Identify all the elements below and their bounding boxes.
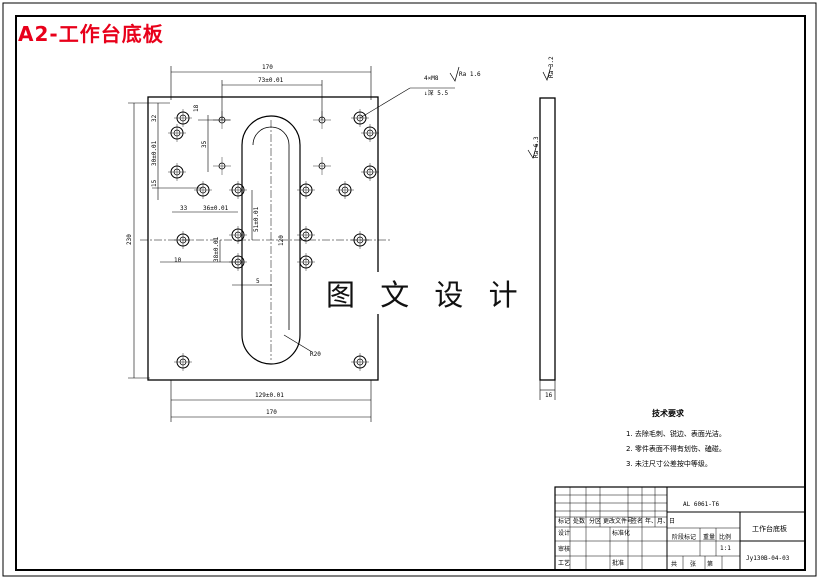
dim-text-170-top: 170: [262, 64, 273, 71]
dim-text-10: 10: [174, 257, 182, 264]
drawing-number-text: Jy130B-04-03: [746, 555, 790, 562]
mark-label: 标记: [558, 517, 570, 525]
dim-text-30: 30±0.01: [151, 140, 158, 166]
sheet-no-label: 第: [707, 560, 713, 568]
design-label: 设计: [558, 529, 570, 537]
process-label: 工艺: [558, 559, 570, 567]
roughness-symbol: [449, 66, 460, 82]
dim-text-32: 32: [151, 114, 158, 122]
weight-label: 重量: [703, 533, 715, 541]
slot-inner-line: [252, 126, 290, 330]
scale-text: 1:1: [720, 545, 731, 552]
tech-req-item: 1. 去除毛刺、锐边、表面光洁。: [626, 429, 726, 438]
dim-text-38: 38±0.01: [213, 236, 220, 262]
tech-req-title: 技术要求: [652, 408, 685, 418]
dim-text-73: 73±0.01: [258, 77, 284, 84]
dimension-lines: [128, 66, 455, 422]
dim-text-thickness: 16: [545, 392, 553, 399]
scale-label: 比例: [719, 533, 731, 541]
title-block: [554, 486, 806, 571]
stage-mark-label: 阶段标记: [672, 533, 696, 541]
hole-depth-text: ↓深 5.5: [424, 89, 448, 97]
inner-frame: [15, 15, 806, 571]
roughness-text-2: Ra 3.2: [548, 56, 555, 78]
dim-text-35: 35: [201, 140, 208, 148]
title-block-texts: AL 6061-T6 工作台底板 Jy130B-04-03 1:1 阶段标记 重…: [558, 501, 790, 568]
dim-text-33: 33: [180, 205, 188, 212]
standardize-label: 标准化: [612, 529, 630, 537]
roughness-symbol: [527, 143, 538, 159]
roughness-text-1: Ra 1.6: [459, 71, 481, 78]
tech-req-item: 3. 未注尺寸公差按中等级。: [626, 459, 712, 468]
dim-text-r20: R20: [310, 351, 321, 358]
radius-leader: [283, 334, 313, 353]
drawing-title-label: A2-工作台底板: [18, 22, 164, 46]
approve-label: 批准: [612, 559, 624, 567]
date-label: 年、月、日: [645, 517, 675, 525]
roughness-symbol: [542, 65, 552, 81]
material-text: AL 6061-T6: [683, 501, 720, 508]
dim-text-230: 230: [126, 234, 133, 245]
plate-side-view: [449, 65, 556, 400]
tech-req-item: 2. 零件表面不得有划伤、磕碰。: [626, 444, 726, 453]
side-outline: [539, 97, 556, 381]
dimension-texts: 170 73±0.01 230 18 32 35 30±0.01 15 33 3…: [126, 56, 555, 416]
sheets-total-label: 共: [671, 560, 677, 568]
watermark-text: 图 文 设 计: [322, 272, 530, 314]
dim-text-120: 120: [278, 235, 285, 246]
dim-text-15: 15: [151, 179, 158, 187]
review-label: 审核: [558, 545, 570, 553]
hole-note-text: 4×M8: [424, 75, 439, 82]
dim-text-18: 18: [193, 104, 200, 112]
part-name-text: 工作台底板: [752, 524, 787, 533]
sign-label: 签名: [631, 517, 643, 525]
hole-note-leader: [359, 87, 411, 119]
title-block-frame: [554, 486, 806, 571]
count-label: 处数: [573, 517, 585, 525]
dim-text-36: 36±0.01: [203, 205, 229, 212]
plate-outline: [147, 96, 379, 381]
dim-text-51: 51±0.01: [253, 206, 260, 232]
hole-pattern: [168, 109, 379, 371]
dim-text-5: 5: [256, 278, 260, 285]
roughness-text-3: Ra 6.3: [533, 136, 540, 158]
zone-label: 分区: [589, 517, 601, 525]
plate-front-view: [140, 96, 390, 381]
dim-text-129: 129±0.01: [255, 392, 284, 399]
long-slot: [241, 115, 301, 365]
change-doc-label: 更改文件号: [603, 517, 633, 525]
dim-text-170-bottom: 170: [266, 409, 277, 416]
tech-requirements: 技术要求 1. 去除毛刺、锐边、表面光洁。 2. 零件表面不得有划伤、磕碰。 3…: [626, 408, 726, 468]
sheets-unit-label: 张: [690, 560, 696, 568]
